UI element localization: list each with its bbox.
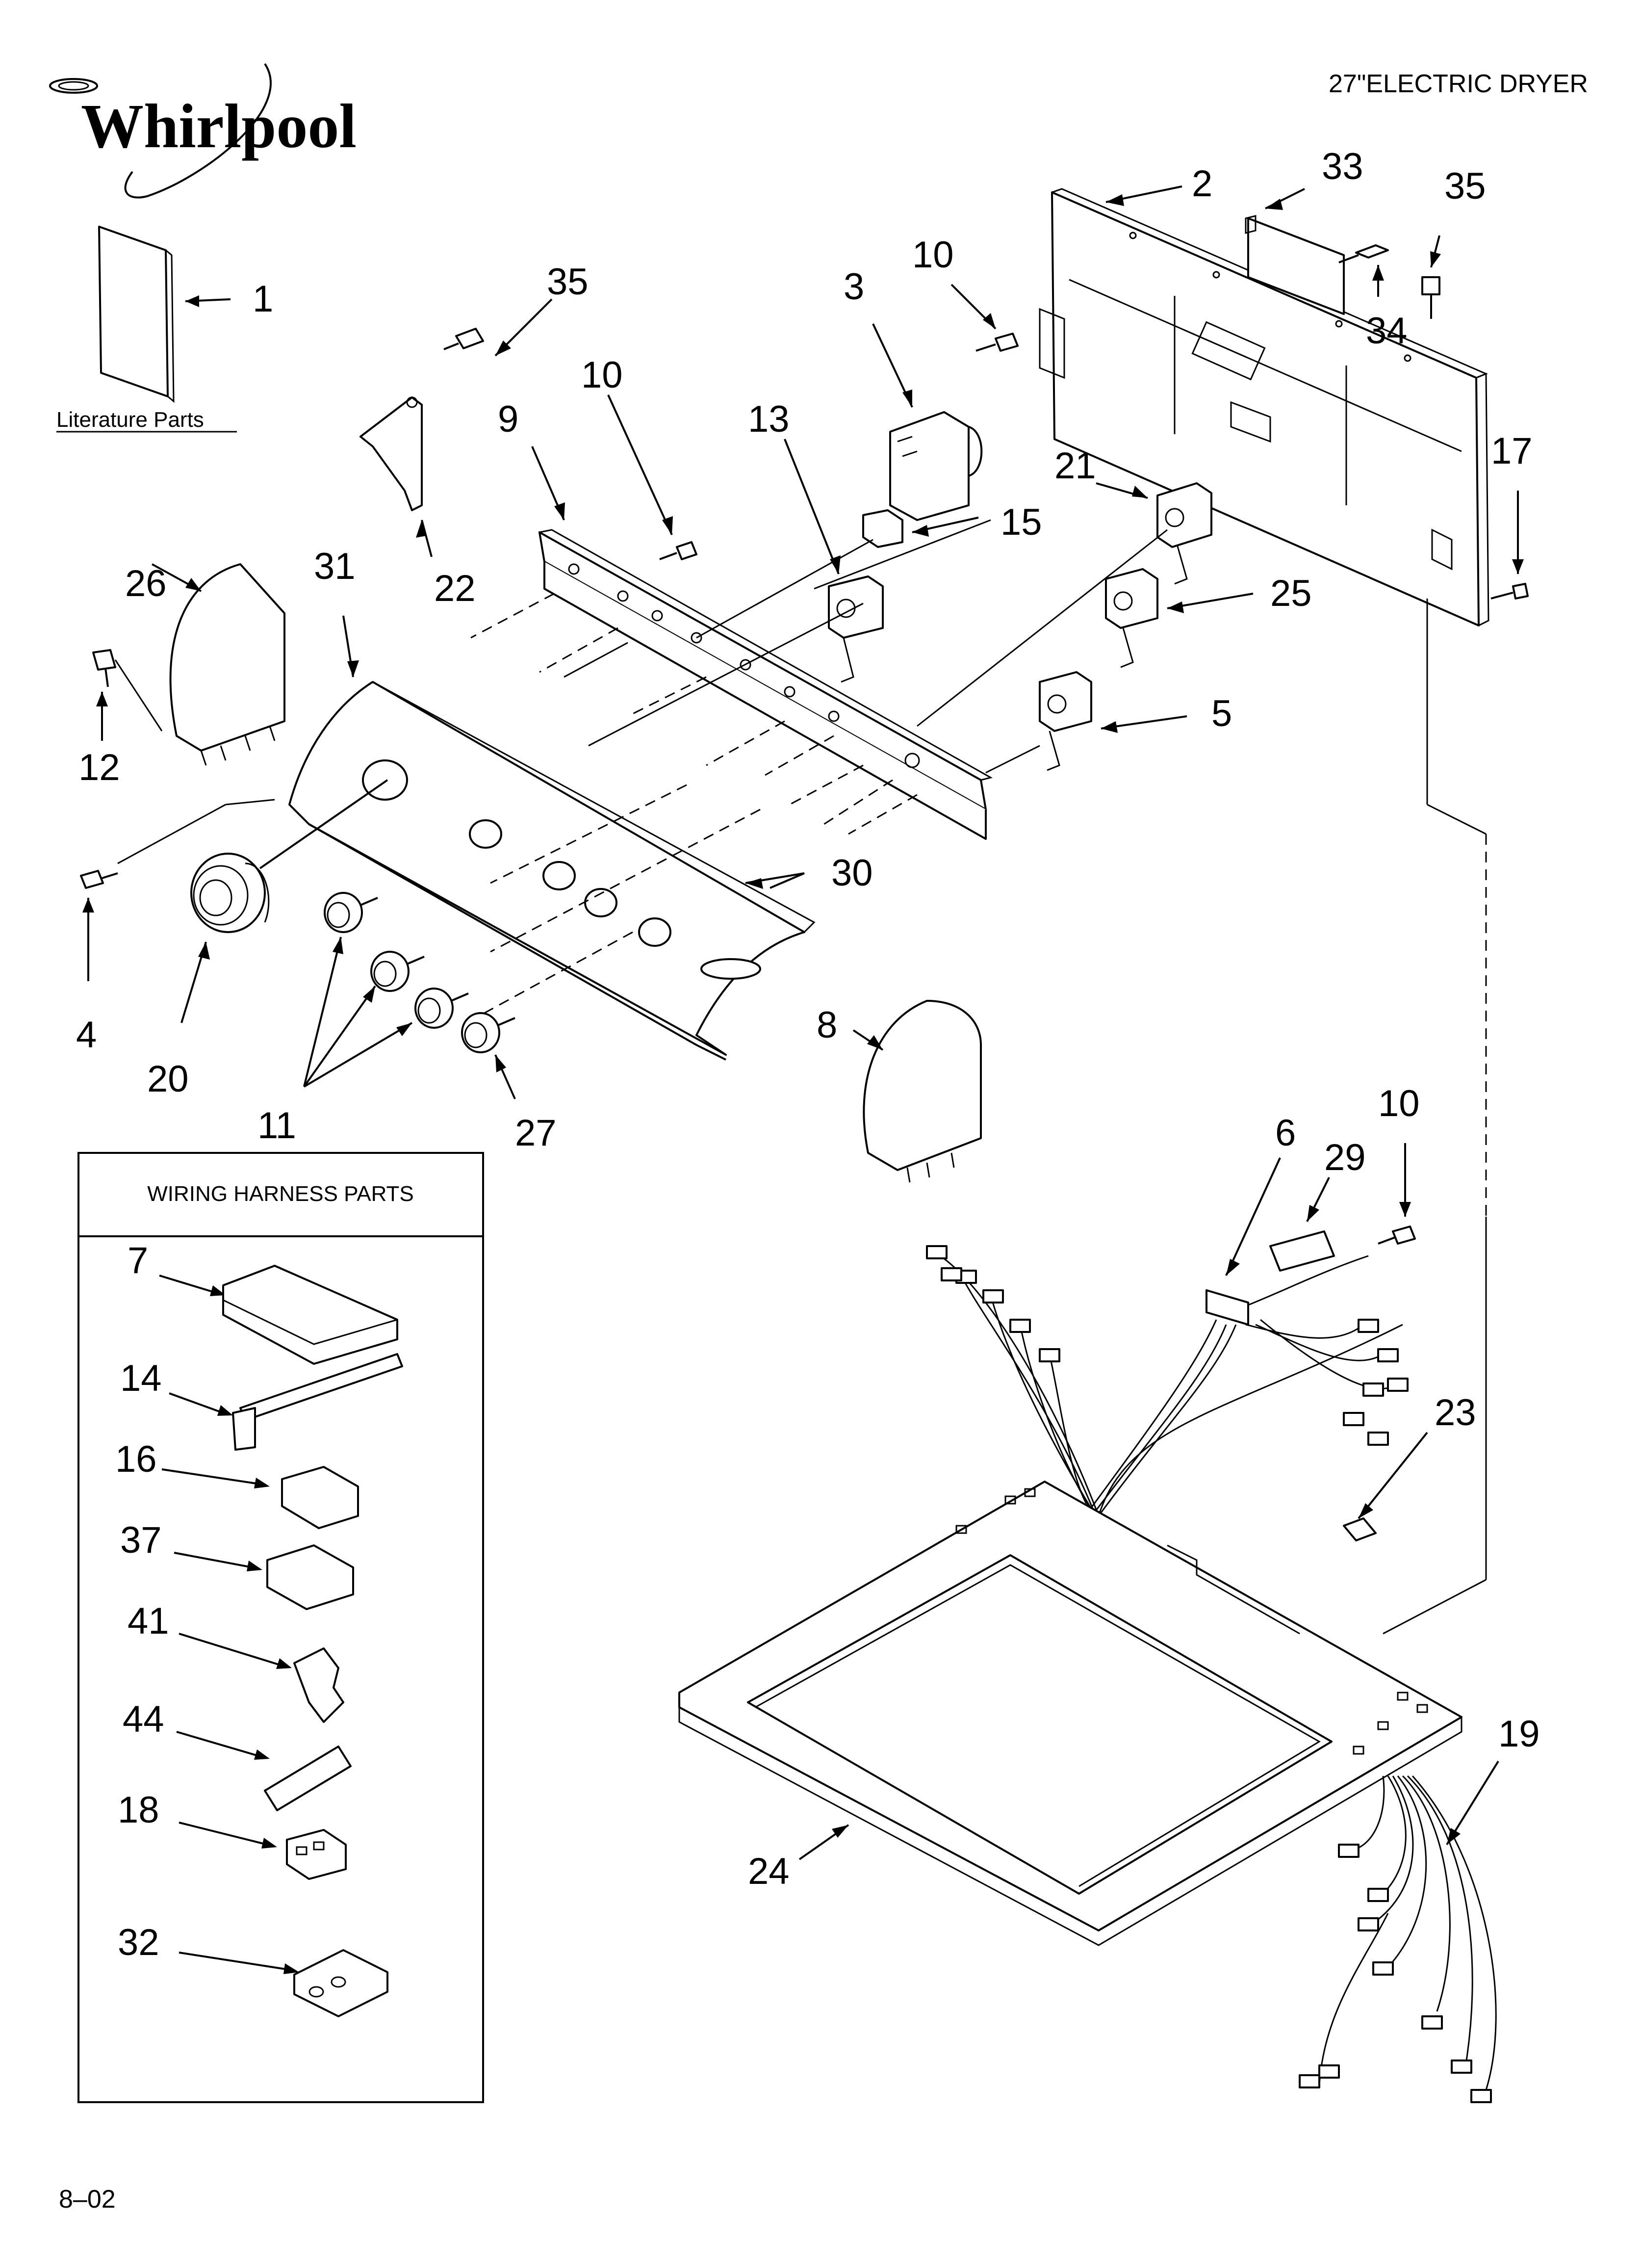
callout-6: 6 <box>1275 1112 1296 1154</box>
knob-icon <box>414 988 469 1029</box>
brand-name: Whirlpool <box>81 91 357 161</box>
callout-15: 15 <box>1001 501 1042 543</box>
clip-23 <box>1343 1432 1428 1541</box>
callout-2: 2 <box>1192 163 1212 205</box>
callout-10-mid: 10 <box>581 354 623 396</box>
knob-icon <box>180 779 388 1023</box>
whirlpool-logo: Whirlpool <box>49 63 357 199</box>
knob-icon <box>461 1012 516 1099</box>
dryer-top-24 <box>678 1481 1462 1946</box>
callout-30: 30 <box>831 852 873 894</box>
switch-icon <box>784 439 884 683</box>
wiring-callout-7: 7 <box>128 1240 148 1281</box>
callout-3: 3 <box>844 266 864 308</box>
literature-label: Literature Parts <box>56 408 204 432</box>
screw-icon <box>1378 1143 1416 1245</box>
callout-17: 17 <box>1491 430 1533 472</box>
callout-31: 31 <box>314 546 356 587</box>
end-cap-8 <box>852 1000 982 1183</box>
wiring-callout-14: 14 <box>120 1357 162 1399</box>
logo-swirl-icon <box>49 63 272 199</box>
console-31 <box>288 615 816 1061</box>
callout-19: 19 <box>1498 1713 1540 1755</box>
callout-24: 24 <box>748 1851 790 1892</box>
knob-icon <box>324 892 378 933</box>
wiring-callout-41: 41 <box>128 1600 169 1642</box>
end-cap-26 <box>152 563 285 766</box>
clip-22 <box>359 396 433 557</box>
callout-21: 21 <box>1054 445 1096 487</box>
callout-23: 23 <box>1435 1392 1476 1434</box>
bracket-33 <box>1245 188 1345 315</box>
screw-icon <box>1421 235 1441 319</box>
back-panel <box>1039 185 1489 626</box>
callout-8: 8 <box>817 1004 837 1046</box>
screw-icon <box>607 394 697 560</box>
wiring-callout-16: 16 <box>115 1438 157 1480</box>
callout-26: 26 <box>125 563 167 604</box>
screw-icon <box>92 649 163 741</box>
callout-34: 34 <box>1366 310 1408 352</box>
callout-4: 4 <box>76 1014 97 1056</box>
switch-icon <box>1096 482 1212 585</box>
wiring-box-title: WIRING HARNESS PARTS <box>147 1182 414 1206</box>
callout-13: 13 <box>748 398 790 440</box>
switch-icon <box>1105 568 1254 668</box>
product-title: 27"ELECTRIC DRYER <box>1329 70 1588 98</box>
alignment-lines <box>117 519 1487 1635</box>
wiring-callout-37: 37 <box>120 1519 162 1561</box>
screw-icon <box>80 870 118 981</box>
wiring-harness-box: WIRING HARNESS PARTS 7 14 16 37 41 44 <box>77 1152 484 2103</box>
harness-19 <box>1299 1760 1499 2103</box>
date-code: 8–02 <box>59 2185 116 2214</box>
callout-35-left: 35 <box>547 261 589 303</box>
switch-icon <box>1039 671 1187 771</box>
switch-icon <box>872 323 983 521</box>
wiring-callout-32: 32 <box>118 1922 159 1963</box>
literature-book <box>98 226 231 403</box>
callout-10-top: 10 <box>912 234 954 276</box>
knob-icon <box>370 951 425 992</box>
callout-25: 25 <box>1270 573 1312 614</box>
callout-5: 5 <box>1211 693 1232 734</box>
harness-wires <box>926 1157 1409 1516</box>
mounting-bracket <box>531 446 993 840</box>
callout-33: 33 <box>1322 146 1363 187</box>
callout-22: 22 <box>434 568 476 609</box>
screw-icon <box>443 298 553 357</box>
screw-icon <box>950 284 1019 352</box>
switch-icon <box>862 509 979 548</box>
callout-29: 29 <box>1324 1137 1366 1178</box>
callout-12: 12 <box>78 747 120 788</box>
callout-9: 9 <box>498 398 518 440</box>
wiring-callout-44: 44 <box>123 1698 164 1740</box>
callout-27: 27 <box>515 1112 557 1154</box>
callout-20: 20 <box>147 1058 189 1100</box>
callout-11: 11 <box>257 1105 296 1147</box>
callout-1: 1 <box>253 278 273 320</box>
callout-10-right: 10 <box>1378 1083 1420 1124</box>
callout-11-leaders <box>303 937 413 1088</box>
wiring-callout-18: 18 <box>118 1789 159 1831</box>
screw-icon <box>1490 491 1529 600</box>
callout-35-right: 35 <box>1444 165 1486 207</box>
screw-icon <box>1338 244 1389 297</box>
